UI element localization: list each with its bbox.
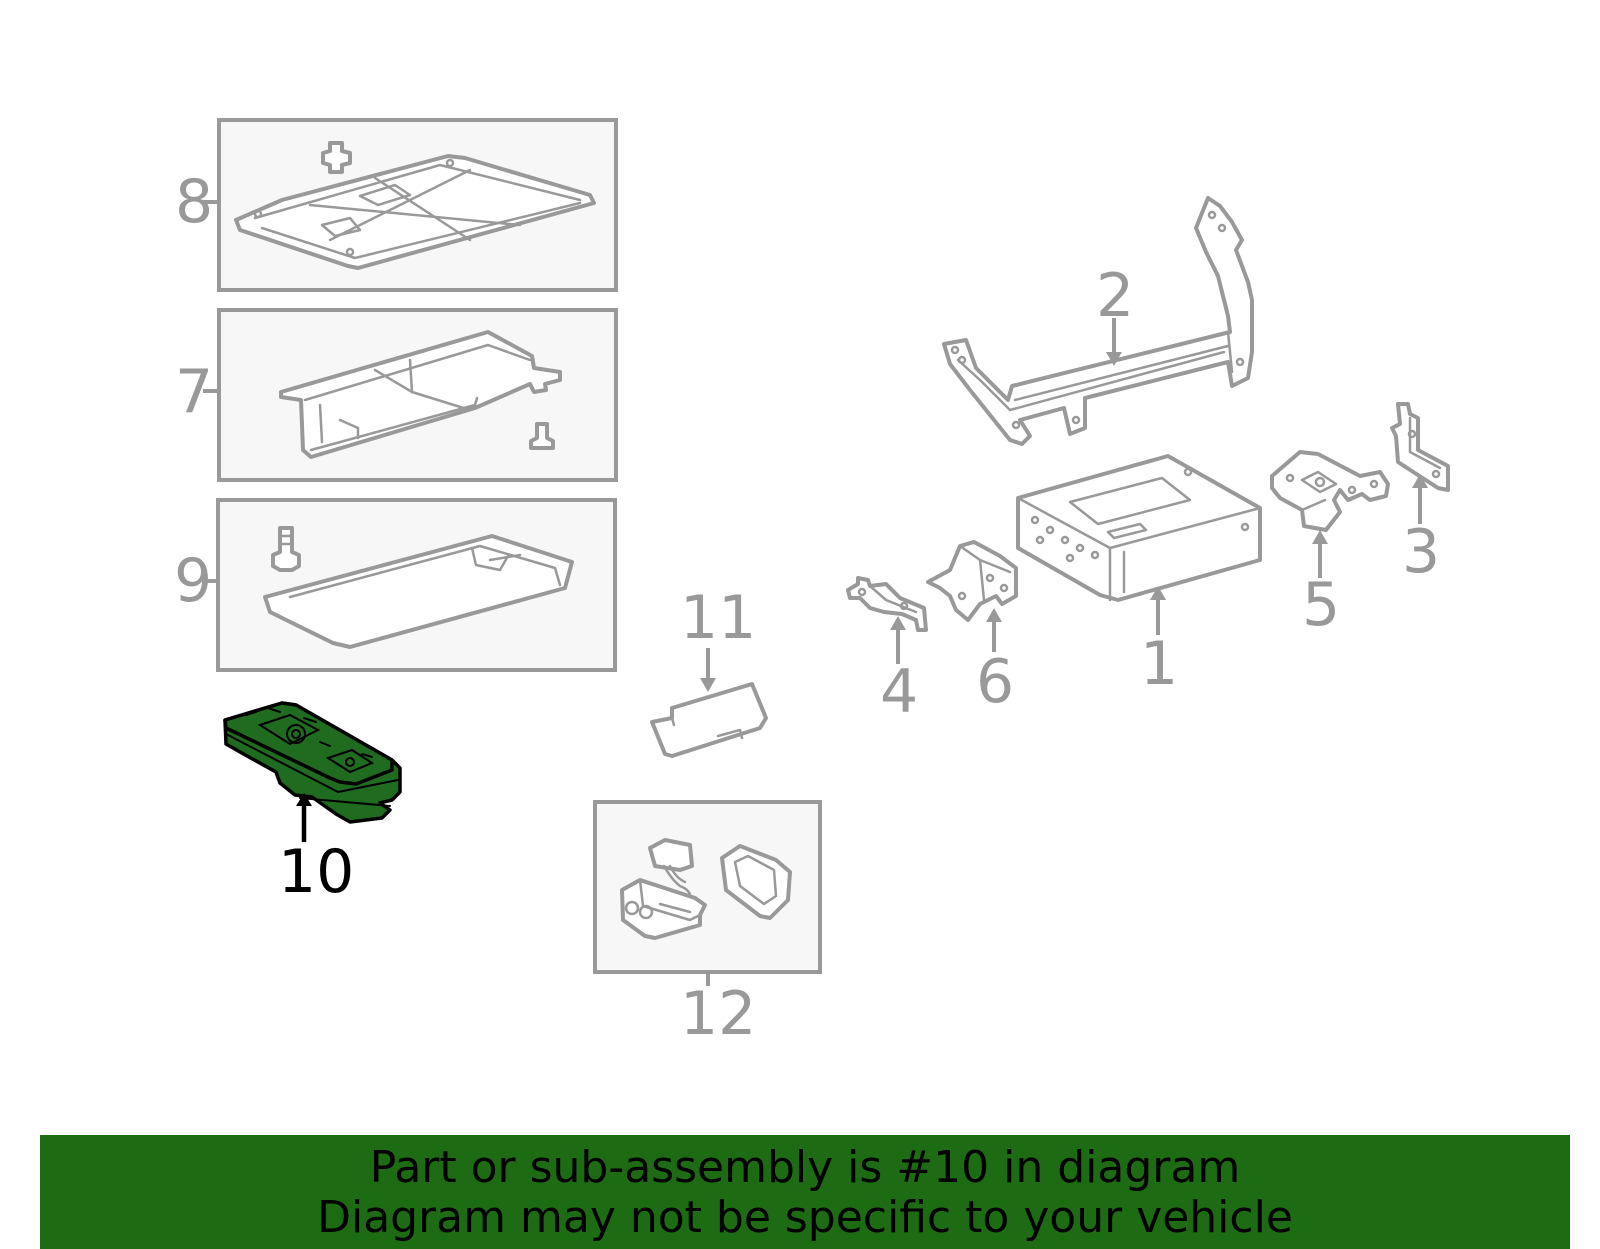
info-banner: Part or sub-assembly is #10 in diagram D… (40, 1135, 1570, 1249)
part-11-cover (650, 682, 768, 758)
callout-11: 11 (680, 583, 756, 653)
part-7-screw (529, 422, 555, 450)
callout-4: 4 (880, 657, 918, 727)
part-3-group[interactable]: 3 (1390, 402, 1450, 587)
part-12-plug (648, 838, 694, 872)
part-3-bracket (1390, 402, 1450, 492)
callout-12: 12 (680, 979, 756, 1049)
part-4-bracket (846, 576, 928, 632)
callout-1: 1 (1140, 629, 1178, 699)
part-5-bracket (1270, 450, 1390, 532)
part-12-group[interactable]: 12 (593, 800, 822, 1049)
part-6-bracket (926, 540, 1018, 622)
part-4-group[interactable]: 4 (846, 576, 928, 727)
part-9-group[interactable]: 9 (174, 498, 617, 672)
banner-line-1: Part or sub-assembly is #10 in diagram (369, 1142, 1241, 1193)
part-12-frame (720, 844, 792, 920)
callout-6: 6 (976, 647, 1014, 717)
callout-10: 10 (278, 837, 354, 907)
part-10-group[interactable]: 10 (223, 701, 402, 907)
part-1-unit (1016, 454, 1262, 602)
part-8-clip (321, 141, 352, 174)
part-2-group[interactable]: 2 (942, 196, 1254, 446)
part-9-tray (263, 534, 574, 649)
callout-5: 5 (1302, 570, 1340, 640)
part-2-bracket (942, 196, 1254, 446)
part-6-group[interactable]: 6 (926, 540, 1018, 717)
callout-7: 7 (175, 357, 213, 427)
callout-8: 8 (175, 167, 213, 237)
callout-9: 9 (174, 546, 212, 616)
callout-3: 3 (1402, 517, 1440, 587)
part-1-group[interactable]: 1 (1016, 454, 1262, 699)
callout-2: 2 (1096, 261, 1134, 331)
part-11-group[interactable]: 11 (650, 583, 768, 758)
part-8-group[interactable]: 8 (175, 118, 618, 292)
part-8-tray (234, 154, 596, 270)
part-5-group[interactable]: 5 (1270, 450, 1390, 640)
part-7-group[interactable]: 7 (175, 308, 618, 482)
banner-line-2: Diagram may not be specific to your vehi… (317, 1192, 1293, 1243)
